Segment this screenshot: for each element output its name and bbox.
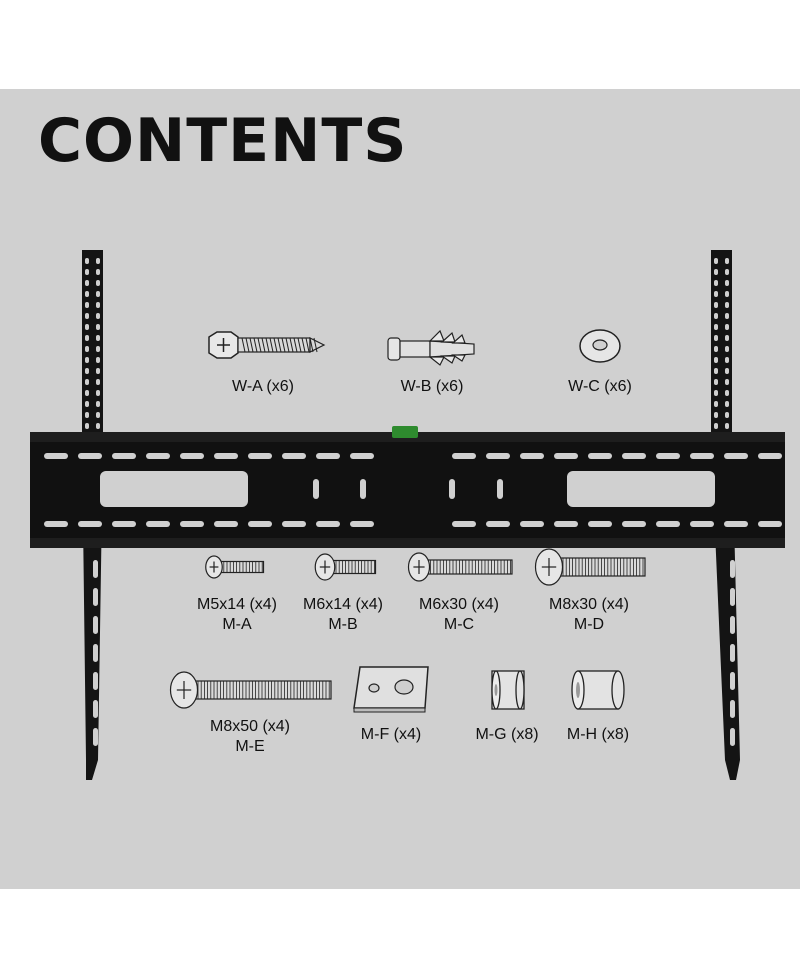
screw-icon: [169, 671, 332, 709]
screw-icon: [407, 552, 513, 582]
wall-anchor-icon: [387, 329, 475, 366]
part-label-m-a: M5x14 (x4): [196, 596, 278, 613]
screw-icon: [534, 548, 646, 586]
part-code-m-b: M-B: [328, 616, 358, 633]
part-code-m-a: M-A: [222, 616, 252, 633]
part-label-m-f: M-F (x4): [360, 726, 422, 743]
part-label-w-a: W-A (x6): [232, 378, 294, 395]
level-bubble-icon: [392, 426, 418, 438]
screw-icon: [205, 555, 265, 579]
part-label-m-e: M8x50 (x4): [209, 718, 291, 735]
part-label-m-h: M-H (x8): [566, 726, 630, 743]
part-label-m-g: M-G (x8): [475, 726, 539, 743]
page-title: CONTENTS: [38, 106, 408, 176]
part-code-m-d: M-D: [573, 616, 605, 633]
screw-icon: [314, 553, 377, 581]
washer-plate-icon: [353, 666, 429, 713]
part-label-w-b: W-B (x6): [400, 378, 464, 395]
spacer-icon: [491, 670, 525, 710]
part-code-m-e: M-E: [235, 738, 265, 755]
part-label-m-c: M6x30 (x4): [418, 596, 500, 613]
part-label-m-d: M8x30 (x4): [548, 596, 630, 613]
part-code-m-c: M-C: [443, 616, 475, 633]
part-label-m-b: M6x14 (x4): [302, 596, 384, 613]
part-label-w-c: W-C (x6): [568, 378, 632, 395]
washer-icon: [579, 329, 621, 363]
lag-screw-icon: [208, 331, 326, 359]
wall-plate-icon: [30, 426, 785, 548]
spacer-icon: [571, 670, 625, 710]
